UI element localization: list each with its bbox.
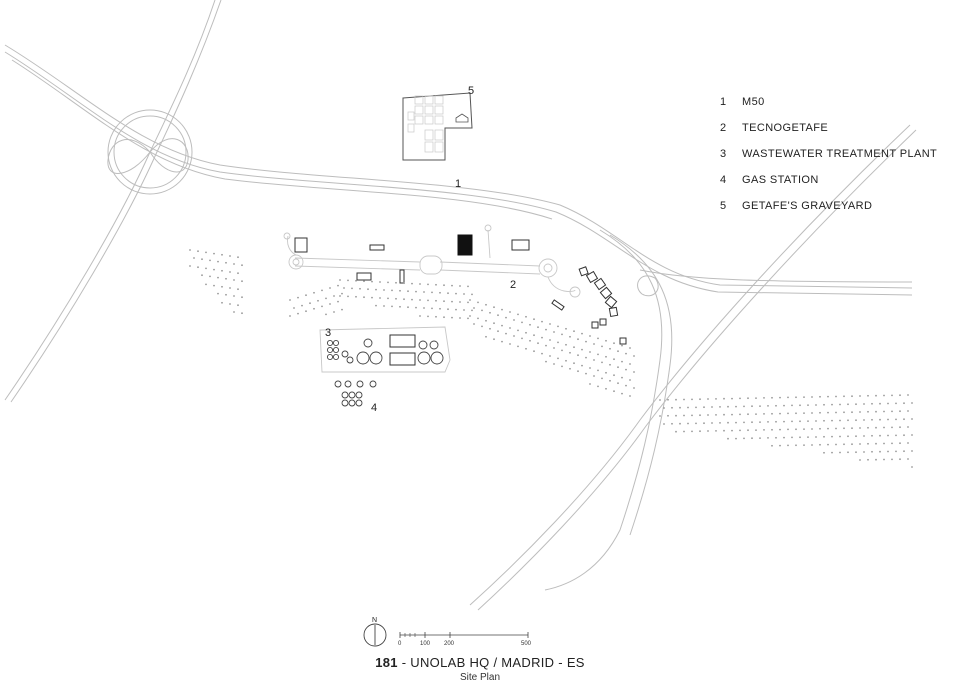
legend-item: 2 TECNOGETAFE xyxy=(720,122,937,148)
legend-item-number: 4 xyxy=(720,174,727,186)
legend-item-number: 3 xyxy=(720,148,727,160)
scale-bar: 0 100 200 500 xyxy=(398,632,532,647)
left-interchange xyxy=(4,0,222,403)
label-graveyard-number: 5 xyxy=(468,85,474,97)
drawing-subtitle: Site Plan xyxy=(459,672,501,683)
legend-item-label: M50 xyxy=(742,96,765,108)
unolab-hq-building xyxy=(457,234,473,256)
scale-tick-0: 0 xyxy=(398,641,402,647)
building xyxy=(399,269,405,284)
building xyxy=(294,237,308,253)
legend-item-label: GETAFE'S GRAVEYARD xyxy=(742,200,873,212)
project-number: 181 xyxy=(375,655,398,670)
legend-item: 5 GETAFE'S GRAVEYARD xyxy=(720,200,937,226)
legend-item-number: 1 xyxy=(720,96,727,108)
project-title: - UNOLAB HQ / MADRID - ES xyxy=(397,655,585,670)
north-letter: N xyxy=(372,617,377,624)
treatment-plant xyxy=(319,326,451,373)
gas-station xyxy=(334,380,377,407)
label-m50-number: 1 xyxy=(455,178,461,190)
graveyard xyxy=(402,92,473,161)
building xyxy=(369,244,385,251)
legend-item: 4 GAS STATION xyxy=(720,174,937,200)
right-highway xyxy=(469,124,917,611)
building xyxy=(511,239,530,251)
m50-highway xyxy=(4,44,913,296)
vegetation-pattern xyxy=(189,249,913,468)
legend-item: 3 WASTEWATER TREATMENT PLANT xyxy=(720,148,937,174)
building xyxy=(356,272,372,281)
legend-item-number: 5 xyxy=(720,200,727,212)
scale-tick-200: 200 xyxy=(444,641,455,647)
label-tecnogetafe-number: 2 xyxy=(510,279,516,291)
legend-item-label: WASTEWATER TREATMENT PLANT xyxy=(742,148,938,160)
label-gas-station-number: 4 xyxy=(371,402,377,414)
legend-item-label: TECNOGETAFE xyxy=(742,122,829,134)
tecnogetafe-buildings xyxy=(294,234,627,345)
label-treatment-plant-number: 3 xyxy=(325,327,331,339)
scale-tick-100: 100 xyxy=(420,641,431,647)
legend-item: 1 M50 xyxy=(720,96,937,122)
tecnogetafe-road xyxy=(283,224,581,298)
legend: 1 M50 2 TECNOGETAFE 3 WASTEWATER TREATMENT PL… xyxy=(720,96,937,226)
legend-item-number: 2 xyxy=(720,122,727,134)
north-arrow: N xyxy=(363,617,387,647)
scale-tick-500: 500 xyxy=(521,641,532,647)
drawing-title: 181 - UNOLAB HQ / MADRID - ES xyxy=(0,655,960,670)
legend-item-label: GAS STATION xyxy=(742,174,819,186)
